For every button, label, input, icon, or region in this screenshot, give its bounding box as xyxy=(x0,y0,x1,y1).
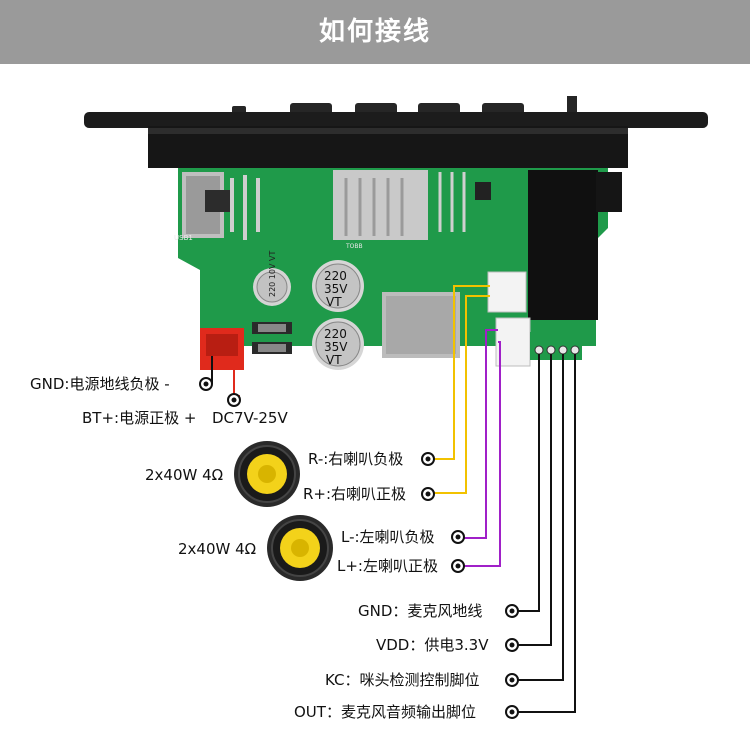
mic-vdd-label: VDD：供电3.3V xyxy=(376,636,489,654)
big-cap-2-line2: 35V xyxy=(324,340,348,354)
big-cap-1-line3: VT xyxy=(326,295,342,309)
bt-label: BT+:电源正极 + xyxy=(82,409,197,427)
front-panel xyxy=(84,96,708,168)
big-cap-1-line2: 35V xyxy=(324,282,348,296)
speaker-wires xyxy=(421,285,501,573)
big-cap-2-line3: VT xyxy=(326,353,342,367)
speaker-right-spec: 2x40W 4Ω xyxy=(145,466,224,484)
speaker-left-spec: 2x40W 4Ω xyxy=(178,540,257,558)
speaker-left-icon xyxy=(267,515,333,581)
big-cap-2-line1: 220 xyxy=(324,327,347,341)
l-pos-label: L+:左喇叭正极 xyxy=(337,557,438,575)
voltage-label: DC7V-25V xyxy=(212,409,288,427)
r-neg-label: R-:右喇叭负极 xyxy=(308,450,404,468)
gnd-label: GND:电源地线负极 - xyxy=(30,375,170,393)
speaker-right-icon xyxy=(234,441,300,507)
small-cap-text: 220 10V VT xyxy=(268,251,277,297)
r-pos-label: R+:右喇叭正极 xyxy=(303,485,407,503)
mic-wires xyxy=(505,354,576,719)
sd-text: TOBB xyxy=(345,243,363,250)
l-neg-label: L-:左喇叭负极 xyxy=(341,528,435,546)
pcb-board: USB1 TOBB 220 10V VT xyxy=(174,168,622,370)
header-bar: 如何接线 xyxy=(0,0,750,64)
mic-gnd-label: GND：麦克风地线 xyxy=(358,602,483,620)
power-wires xyxy=(199,356,241,407)
usb-text: USB1 xyxy=(174,234,193,242)
page-title: 如何接线 xyxy=(318,17,431,47)
mic-kc-label: KC：咪头检测控制脚位 xyxy=(325,671,480,689)
big-cap-1-line1: 220 xyxy=(324,269,347,283)
mic-out-label: OUT：麦克风音频输出脚位 xyxy=(294,703,476,721)
